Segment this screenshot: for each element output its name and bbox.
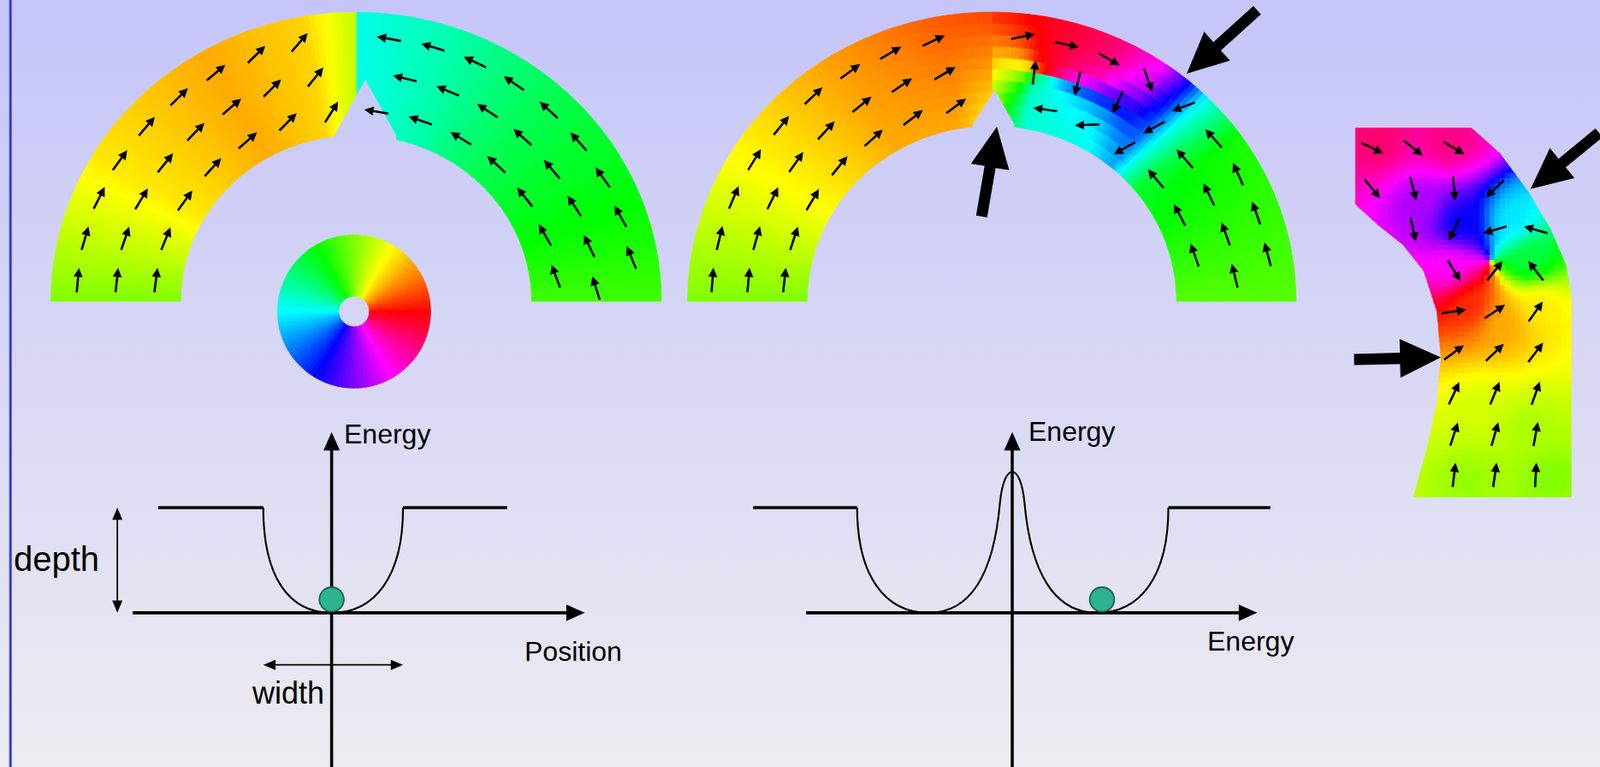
field-cell (1200, 297, 1213, 302)
field-cell (142, 297, 155, 302)
field-cell (115, 293, 129, 298)
field-cell (1283, 290, 1296, 297)
field-cell (1248, 296, 1261, 302)
field-cell (89, 288, 103, 294)
field-cell (77, 287, 90, 293)
field-cell (365, 49, 371, 63)
field-cell (622, 296, 635, 302)
field-cell (365, 36, 371, 50)
field-cell (1284, 296, 1297, 302)
field-cell (345, 12, 351, 25)
field-cell (352, 85, 357, 98)
field-cell (350, 11, 356, 24)
field-cell (77, 296, 90, 302)
field-cell (64, 296, 78, 302)
field-cell (648, 296, 662, 302)
field-cell (89, 292, 103, 297)
field-cell (77, 291, 90, 297)
field-cell (360, 49, 366, 62)
field-cell (64, 286, 78, 292)
field-cell (1236, 296, 1249, 302)
field-cell (355, 36, 362, 49)
field-cell (154, 297, 168, 302)
field-cell (1271, 291, 1284, 297)
field-cell (366, 12, 373, 26)
field-cell (583, 296, 597, 302)
field-cell (51, 285, 65, 291)
field-cell (142, 294, 155, 298)
field-cell (345, 24, 351, 37)
field-cell (167, 297, 181, 302)
field-cell (1212, 296, 1225, 302)
field-cell (129, 293, 143, 298)
field-cell (351, 73, 356, 86)
field-cell (609, 296, 623, 302)
field-cell (346, 49, 352, 62)
field-cell (350, 24, 356, 37)
field-cell (351, 49, 356, 62)
field-cell (64, 291, 78, 297)
field-cell (361, 36, 367, 49)
field-cell (51, 290, 65, 297)
field-cell (371, 12, 378, 26)
field-cell (1224, 296, 1237, 302)
field-cell (351, 61, 356, 74)
field-cell (361, 12, 367, 25)
field-cell (1260, 296, 1273, 301)
field-cell (355, 24, 362, 37)
field-cell (647, 290, 661, 297)
field-cell (366, 24, 373, 38)
field-cell (635, 296, 649, 302)
field-cell (557, 297, 571, 302)
field-cell (89, 296, 103, 302)
field-cell (355, 61, 361, 74)
field-cell (361, 24, 367, 37)
field-cell (115, 296, 129, 302)
field-cell (102, 296, 116, 302)
field-cell (1224, 293, 1237, 298)
field-cell (1260, 291, 1273, 297)
field-cell (1272, 296, 1285, 302)
field-cell (102, 292, 116, 297)
field-cell (51, 296, 65, 302)
border-line (9, 0, 12, 767)
field-cell (355, 49, 361, 62)
field-cell (355, 11, 362, 24)
field-cell (355, 73, 361, 86)
field-cell (622, 291, 635, 297)
field-cell (129, 297, 143, 302)
field-cell (346, 36, 352, 49)
field-cell (360, 61, 365, 75)
field-cell (350, 36, 356, 49)
field-cell (570, 297, 584, 302)
